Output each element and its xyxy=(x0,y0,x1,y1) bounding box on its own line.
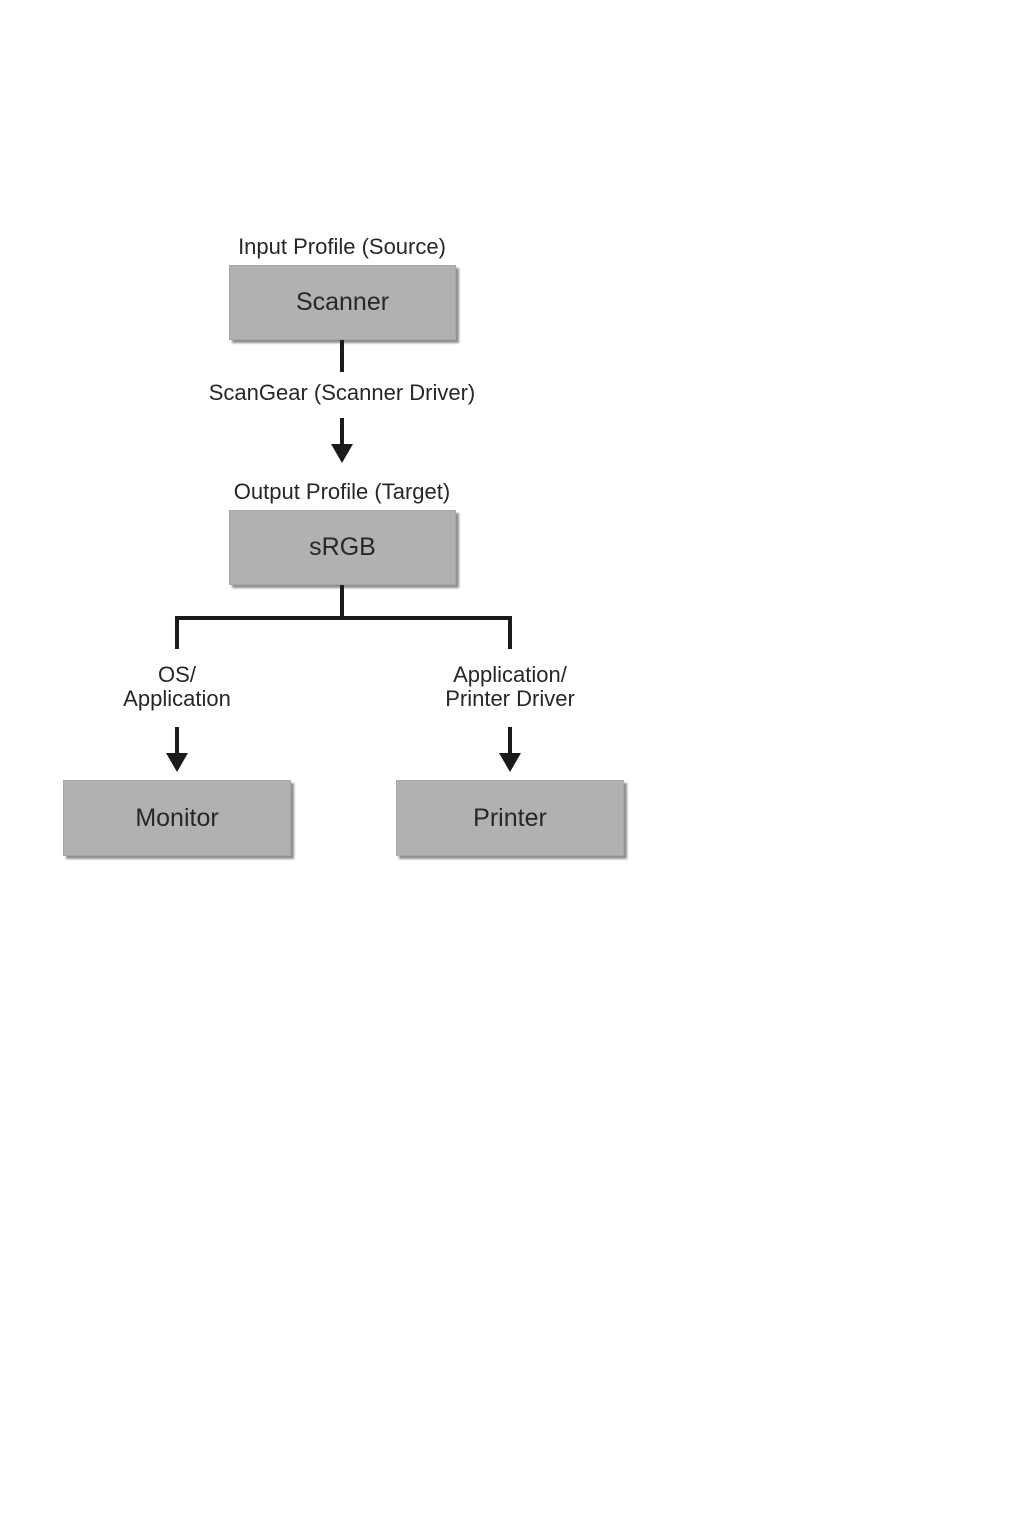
srgb-box-label: sRGB xyxy=(309,533,376,561)
branch-horizontal-line xyxy=(175,616,512,620)
output-profile-label: Output Profile (Target) xyxy=(233,479,451,504)
scanner-box-label: Scanner xyxy=(295,288,390,316)
monitor-down-arrow-line xyxy=(175,727,179,754)
monitor-box-label: Monitor xyxy=(135,803,219,832)
connector-scanner-to-scangear xyxy=(340,340,344,372)
branch-left-drop-line xyxy=(175,616,179,649)
connector-srgb-stub xyxy=(340,585,344,618)
monitor-down-arrow-icon xyxy=(166,753,188,772)
printer-down-arrow-icon xyxy=(499,753,521,772)
printer-box-label: Printer xyxy=(473,803,547,832)
scangear-down-arrow-line xyxy=(340,418,344,446)
application-printer-driver-label-line1: Application/ xyxy=(453,662,567,687)
monitor-box: Monitor xyxy=(63,780,291,856)
printer-box: Printer xyxy=(396,780,624,856)
scangear-down-arrow-icon xyxy=(331,444,353,463)
input-profile-label: Input Profile (Source) xyxy=(238,234,446,259)
srgb-box: sRGB xyxy=(229,510,456,585)
os-application-label-line1: OS/ xyxy=(158,662,196,687)
branch-right-drop-line xyxy=(508,616,512,649)
os-application-label: OS/ Application xyxy=(123,663,231,711)
application-printer-driver-label: Application/ Printer Driver xyxy=(445,663,575,711)
scangear-label: ScanGear (Scanner Driver) xyxy=(208,380,476,405)
application-printer-driver-label-line2: Printer Driver xyxy=(445,686,575,711)
scanner-box: Scanner xyxy=(229,265,456,340)
printer-down-arrow-line xyxy=(508,727,512,754)
os-application-label-line2: Application xyxy=(123,686,231,711)
